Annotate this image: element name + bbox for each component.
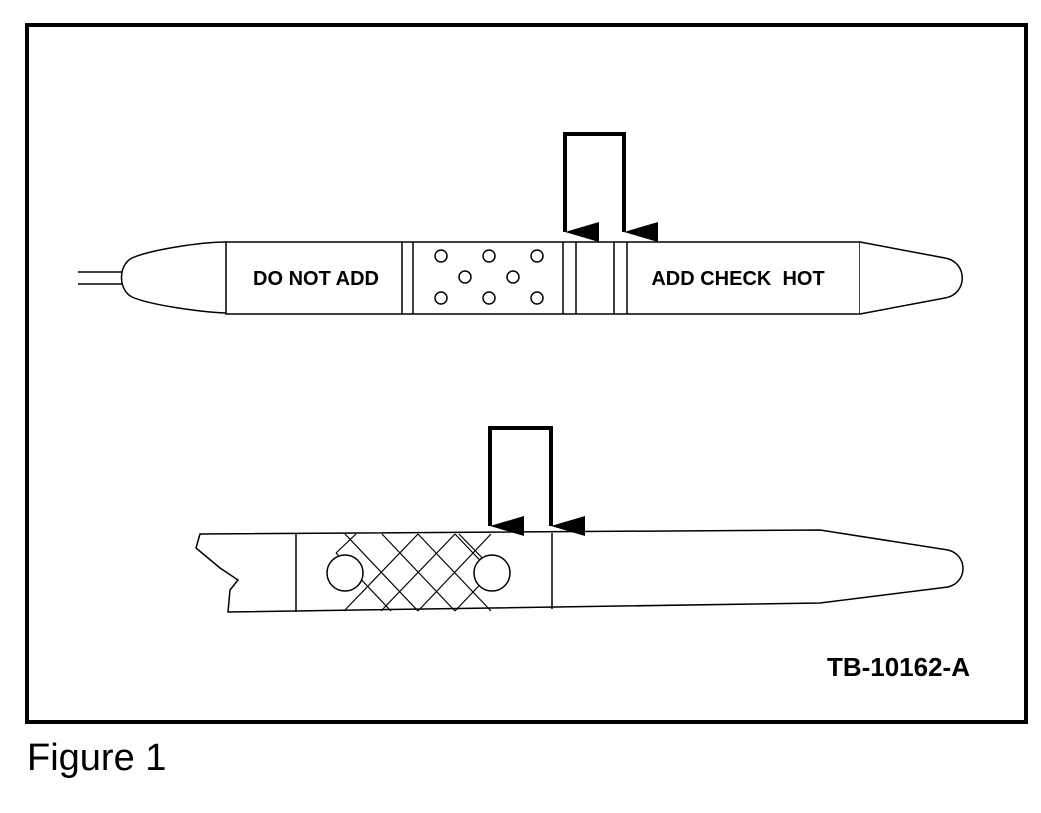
dipstick-left-tip (120, 241, 227, 314)
figure-caption: Figure 1 (27, 737, 167, 779)
label-add-check-hot: ADD CHECK HOT (651, 268, 824, 290)
part-code: TB-10162-A (827, 652, 970, 682)
dipstick-right-tip (859, 241, 963, 315)
label-do-not-add: DO NOT ADD (253, 268, 379, 290)
dipstick-bottom-outline (195, 529, 964, 613)
dipstick-hole (473, 554, 511, 592)
dot-pattern (434, 249, 544, 305)
dipstick-bottom (195, 529, 964, 613)
bracket-arrow-bottom (488, 426, 585, 536)
bracket-arrow-top (563, 132, 658, 242)
figure-frame (25, 23, 1028, 724)
dipstick-top (78, 241, 963, 315)
dipstick-hole (326, 554, 364, 592)
